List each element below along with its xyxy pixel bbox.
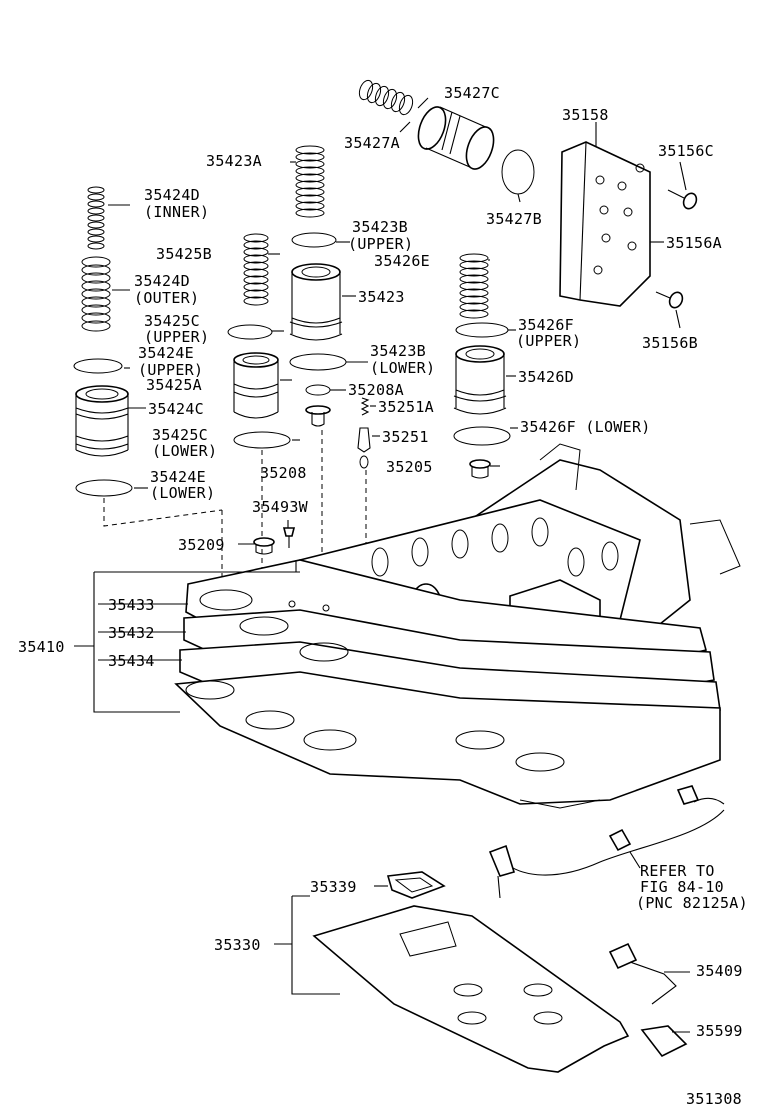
- label-35493w: 35493W: [252, 498, 309, 516]
- label-35330: 35330: [214, 936, 261, 954]
- label-lower-3: (LOWER): [150, 484, 215, 502]
- oil-strainer-35330[interactable]: [312, 905, 630, 1073]
- spring-35426e[interactable]: [459, 253, 489, 319]
- sleeve-35425a[interactable]: [233, 352, 279, 419]
- o-ring-35423b-upper[interactable]: [291, 232, 337, 248]
- spring-35423a[interactable]: [295, 145, 325, 218]
- label-lower-2: (LOWER): [152, 442, 217, 460]
- wire-harness[interactable]: [488, 785, 725, 899]
- lower-valve-body[interactable]: [174, 671, 721, 809]
- label-upper-1: (UPPER): [348, 235, 413, 253]
- plate-35158[interactable]: [559, 141, 651, 307]
- label-35424d-outer: 35424D: [134, 272, 190, 290]
- label-35424e-lower: 35424E: [150, 468, 206, 486]
- figure-number: 351308: [686, 1090, 742, 1108]
- o-ring-35424e-upper[interactable]: [73, 358, 123, 374]
- label-35426d: 35426D: [518, 368, 574, 386]
- spring-35427a[interactable]: [357, 79, 415, 117]
- label-35425b: 35425B: [156, 245, 212, 263]
- label-35156c: 35156C: [658, 142, 714, 160]
- label-35427b: 35427B: [486, 210, 542, 228]
- bolt-35156c[interactable]: [667, 189, 699, 211]
- label-35339: 35339: [310, 878, 357, 896]
- sleeve-35426d[interactable]: [453, 345, 507, 415]
- o-ring-35425c-upper[interactable]: [227, 324, 273, 340]
- label-35158: 35158: [562, 106, 609, 124]
- label-35205: 35205: [386, 458, 433, 476]
- strainer-gasket-35339[interactable]: [386, 871, 446, 899]
- spring-35424d-inner[interactable]: [87, 186, 105, 250]
- label-35208: 35208: [260, 464, 307, 482]
- label-35423a: 35423A: [206, 152, 262, 170]
- label-upper-3: (UPPER): [516, 332, 581, 350]
- o-ring-35208a[interactable]: [305, 384, 331, 396]
- label-lower-1: (LOWER): [370, 359, 435, 377]
- label-35209: 35209: [178, 536, 225, 554]
- label-35427a: 35427A: [344, 134, 400, 152]
- label-35427c: 35427C: [444, 84, 500, 102]
- label-35426f-lower: 35426F (LOWER): [520, 418, 651, 436]
- sleeve-35423[interactable]: [289, 263, 343, 341]
- label-35434: 35434: [108, 652, 155, 670]
- gasket-35427b[interactable]: [501, 149, 535, 195]
- label-35425c-upper: 35425C: [144, 312, 200, 330]
- spring-35424d-outer[interactable]: [81, 256, 111, 332]
- o-ring-35426f-lower[interactable]: [453, 426, 511, 446]
- bolt-35156b[interactable]: [655, 290, 685, 310]
- label-35156b: 35156B: [642, 334, 698, 352]
- label-refer-pnc: (PNC 82125A): [636, 894, 748, 912]
- plug-35427c[interactable]: [413, 103, 499, 173]
- label-35424e-upper: 35424E: [138, 344, 194, 362]
- label-35423b-upper: 35423B: [352, 218, 408, 236]
- label-35433: 35433: [108, 596, 155, 614]
- bracket-35409[interactable]: [608, 942, 677, 1005]
- label-35424d-inner: 35424D: [144, 186, 200, 204]
- label-35156a: 35156A: [666, 234, 722, 252]
- label-inner: (INNER): [144, 203, 209, 221]
- o-ring-35424e-lower[interactable]: [75, 479, 133, 497]
- label-refer-fig: FIG 84-10: [640, 878, 724, 896]
- label-35426f-upper: 35426F: [518, 316, 574, 334]
- plug-35209[interactable]: [253, 537, 275, 555]
- valve-35251[interactable]: [357, 427, 371, 469]
- label-35251a: 35251A: [378, 398, 434, 416]
- spring-35425b[interactable]: [243, 233, 269, 306]
- o-ring-35426f-upper[interactable]: [455, 322, 509, 338]
- bolt-35493w[interactable]: [282, 527, 296, 548]
- label-35432: 35432: [108, 624, 155, 642]
- label-35424c: 35424C: [148, 400, 204, 418]
- o-ring-35423b-lower[interactable]: [289, 353, 347, 371]
- o-ring-35425c-lower[interactable]: [233, 431, 291, 449]
- label-35599: 35599: [696, 1022, 743, 1040]
- plug-35208[interactable]: [305, 405, 331, 427]
- label-35423: 35423: [358, 288, 405, 306]
- label-35423b-lower: 35423B: [370, 342, 426, 360]
- spring-35251a[interactable]: [360, 397, 370, 416]
- label-35251: 35251: [382, 428, 429, 446]
- label-35425a: 35425A: [146, 376, 202, 394]
- label-35425c-lower: 35425C: [152, 426, 208, 444]
- label-refer-to: REFER TO: [640, 862, 715, 880]
- label-35410: 35410: [18, 638, 65, 656]
- label-35208a: 35208A: [348, 381, 404, 399]
- sleeve-35424c[interactable]: [75, 385, 129, 457]
- clip-35599[interactable]: [640, 1025, 688, 1058]
- label-upper-2: (UPPER): [144, 328, 209, 346]
- label-outer: (OUTER): [134, 289, 199, 307]
- label-upper-4: (UPPER): [138, 361, 203, 379]
- label-35426e: 35426E: [374, 252, 430, 270]
- plug-35205[interactable]: [469, 459, 491, 479]
- label-35409: 35409: [696, 962, 743, 980]
